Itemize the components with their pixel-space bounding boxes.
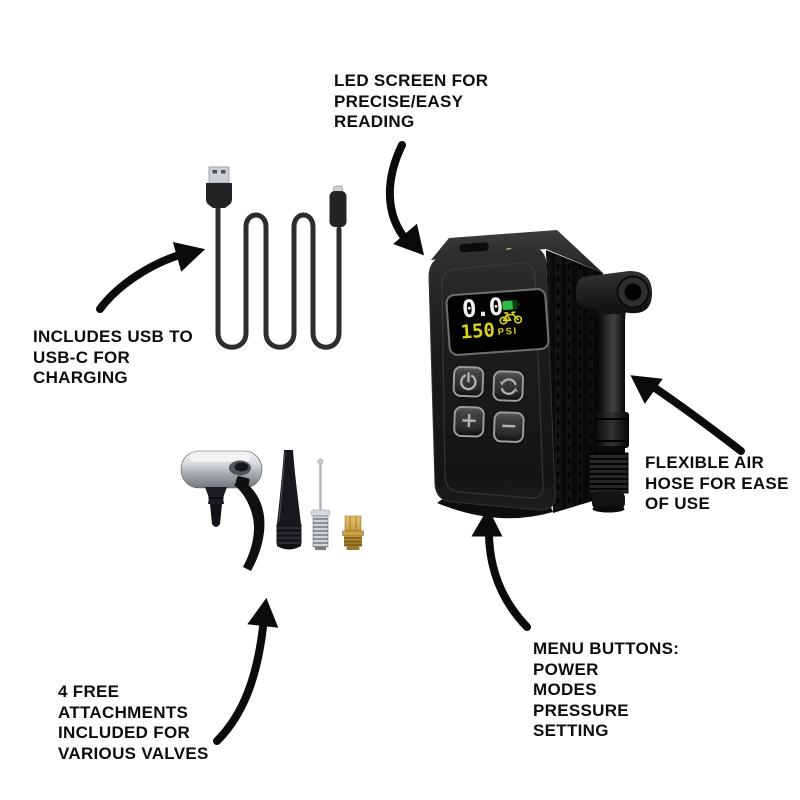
annotation-line: PRECISE/EASY xyxy=(334,91,464,111)
arrow-to-screen-icon xyxy=(385,141,425,256)
hose-opening-inner xyxy=(624,283,642,301)
air-hose xyxy=(575,271,652,513)
annotation-line: LED SCREEN FOR xyxy=(334,71,489,90)
usb-cable xyxy=(206,166,347,350)
increase-button: + xyxy=(452,405,486,438)
hose-cap xyxy=(592,491,625,510)
front-panel-seam xyxy=(441,262,544,499)
annotation-line: OF USE xyxy=(645,494,711,513)
annotation-arrows xyxy=(96,141,745,745)
power-icon xyxy=(460,372,477,391)
annotation-attachments: 4 FREE ATTACHMENTS INCLUDED FOR VARIOUS … xyxy=(58,682,209,764)
battery-icon xyxy=(502,300,521,310)
annotation-led-screen: LED SCREEN FOR PRECISE/EASY READING xyxy=(334,71,488,133)
annotation-line: MODES xyxy=(533,680,597,699)
annotation-line: FLEXIBLE AIR xyxy=(645,453,765,472)
hose-cap-bottom xyxy=(592,505,625,513)
attachment-needle-valve xyxy=(310,458,331,550)
arrow-to-attachments-icon xyxy=(213,597,279,745)
annotation-line: PRESSURE xyxy=(533,700,629,720)
hose-tube xyxy=(599,314,625,416)
attachment-chuck-clamp xyxy=(180,450,265,571)
led-screen: 0.0 150 PSI xyxy=(444,287,551,357)
usb-a-connector-icon xyxy=(206,166,232,208)
decrease-button: − xyxy=(492,411,525,444)
bicycle-mode-icon xyxy=(499,311,523,325)
power-button xyxy=(452,365,485,398)
annotation-line: HOSE FOR EASE xyxy=(645,473,789,493)
annotation-menu-buttons: MENU BUTTONS: POWER MODES PRESSURE SETTI… xyxy=(533,639,679,742)
attachment-cone-nozzle xyxy=(276,450,302,550)
annotation-line: USB-C FOR xyxy=(33,347,131,367)
hose-coupler xyxy=(594,412,629,448)
plus-icon: + xyxy=(459,407,479,433)
annotation-line: ATTACHMENTS xyxy=(58,702,189,722)
usb-c-connector-icon xyxy=(329,185,347,227)
annotation-line: INCLUDES USB TO xyxy=(33,327,194,346)
hose-ring xyxy=(598,446,625,454)
arrow-to-hose-icon xyxy=(630,375,745,455)
cycle-icon xyxy=(499,377,518,395)
arrow-to-buttons-icon xyxy=(471,507,531,631)
annotation-line: VARIOUS VALVES xyxy=(58,743,209,763)
target-pressure: 150 xyxy=(459,319,496,344)
annotation-line: INCLUDED FOR xyxy=(58,723,191,742)
annotation-line: READING xyxy=(334,112,415,131)
annotation-line: 4 FREE xyxy=(58,682,120,701)
attachment-brass-adapter xyxy=(342,515,364,550)
button-panel: + − xyxy=(451,365,532,449)
pressure-reading: 0.0 xyxy=(461,292,504,324)
annotation-usb-charging: INCLUDES USB TO USB-C FOR CHARGING xyxy=(33,327,193,389)
cable-wire xyxy=(215,203,342,350)
annotation-line: CHARGING xyxy=(33,368,128,387)
annotation-line: POWER xyxy=(533,659,599,679)
arrow-to-cable-icon xyxy=(96,241,206,313)
mode-button xyxy=(492,370,525,403)
charge-port xyxy=(458,241,490,254)
device-side-shade xyxy=(546,250,609,513)
annotation-line: MENU BUTTONS: xyxy=(533,639,680,658)
hose-threaded-connector xyxy=(588,452,629,494)
minus-icon: − xyxy=(499,413,519,438)
pressure-unit: PSI xyxy=(497,325,519,338)
annotation-line: SETTING xyxy=(533,721,609,740)
annotation-air-hose: FLEXIBLE AIR HOSE FOR EASE OF USE xyxy=(645,453,789,515)
attachment-set xyxy=(180,450,364,571)
